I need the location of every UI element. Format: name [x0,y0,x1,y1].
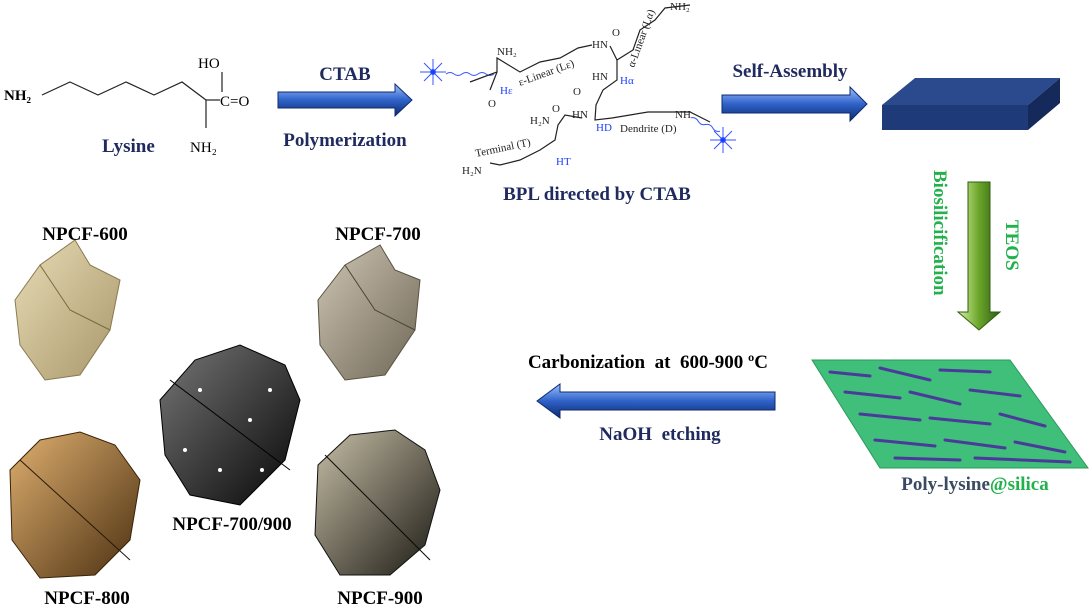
arrow-right-self-assembly [721,85,868,123]
chem-label: HN [592,71,608,83]
arrow-right-polymerization [277,82,413,118]
npcf-800-shape [9,431,141,579]
polylysine-silica-sheet [811,359,1089,469]
polylysine-silica-label: Poly-lysine@silica [901,474,1049,495]
lysine-label: Lysine [102,136,155,157]
lysine-structure: NH₂ HO C=O NH₂ Lysine [4,56,249,157]
h-label: Hε [500,85,513,97]
assembled-slab [882,78,1060,130]
lysine-ho: HO [198,56,220,72]
h-label: Hα [620,75,634,87]
alpha-linear-label: α-Linear (Lα) [626,8,658,69]
bond [489,114,583,166]
carbonization-label: Carbonization at 600-900 ºC [528,352,768,373]
epsilon-linear-label: ε-Linear (Lε) [517,57,576,88]
ctab-label: CTAB [319,64,371,85]
npcf-900-label: NPCF-900 [337,588,422,609]
chem-label: H₂N [462,165,482,177]
ctab-micelle-icon [420,59,495,85]
lysine-nh2-left: NH₂ [4,88,32,104]
npcf-700-shape [317,244,421,381]
bond [489,71,498,91]
bpl-caption: BPL directed by CTAB [503,184,691,205]
lysine-nh2-bottom: NH₂ [190,140,217,156]
h-label: HT [556,156,571,168]
chem-label: HN [572,109,588,121]
chem-label: H₂N [530,115,550,127]
npcf-600-shape [14,239,121,381]
chem-label: O [488,98,496,110]
self-assembly-label: Self-Assembly [732,61,848,82]
chem-label: O [573,86,581,98]
h-label: HD [596,122,612,134]
polymerization-label: Polymerization [283,130,407,151]
npcf-700-900-label: NPCF-700/900 [172,514,291,535]
bond [594,60,711,123]
chem-label: O [552,103,560,115]
lysine-co: C=O [220,94,249,110]
polylysine-label: Poly-lysine [901,474,990,495]
chem-label: NH₂ [670,1,690,13]
naoh-etching-label: NaOH etching [599,424,721,445]
chem-label: NH [675,109,691,121]
teos-label: TEOS [1001,220,1022,271]
npcf-800-label: NPCF-800 [44,588,129,609]
biosilicification-label: Biosilicification [929,170,950,296]
arrow-left-carbonization [536,383,776,419]
npcf-700-label: NPCF-700 [335,224,420,245]
chem-label: O [612,27,620,39]
terminal-label: Terminal (T) [474,136,532,160]
npcf-600-label: NPCF-600 [42,224,127,245]
silica-label: @silica [990,474,1049,495]
chem-label: HN [592,39,608,51]
lysine-chain [41,81,207,101]
ctab-micelle-icon [690,117,736,153]
dendrite-label: Dendrite (D) [620,123,677,135]
bond [469,44,593,83]
bpl-structure: NH₂ NH₂ HN HN HN NH H₂N H₂N O O O O ε-Li… [420,1,736,177]
chem-label: NH₂ [497,46,517,58]
arrow-down-biosilicification [956,181,1002,331]
npcf-700-900-shape [159,344,301,506]
npcf-900-shape [314,429,441,576]
